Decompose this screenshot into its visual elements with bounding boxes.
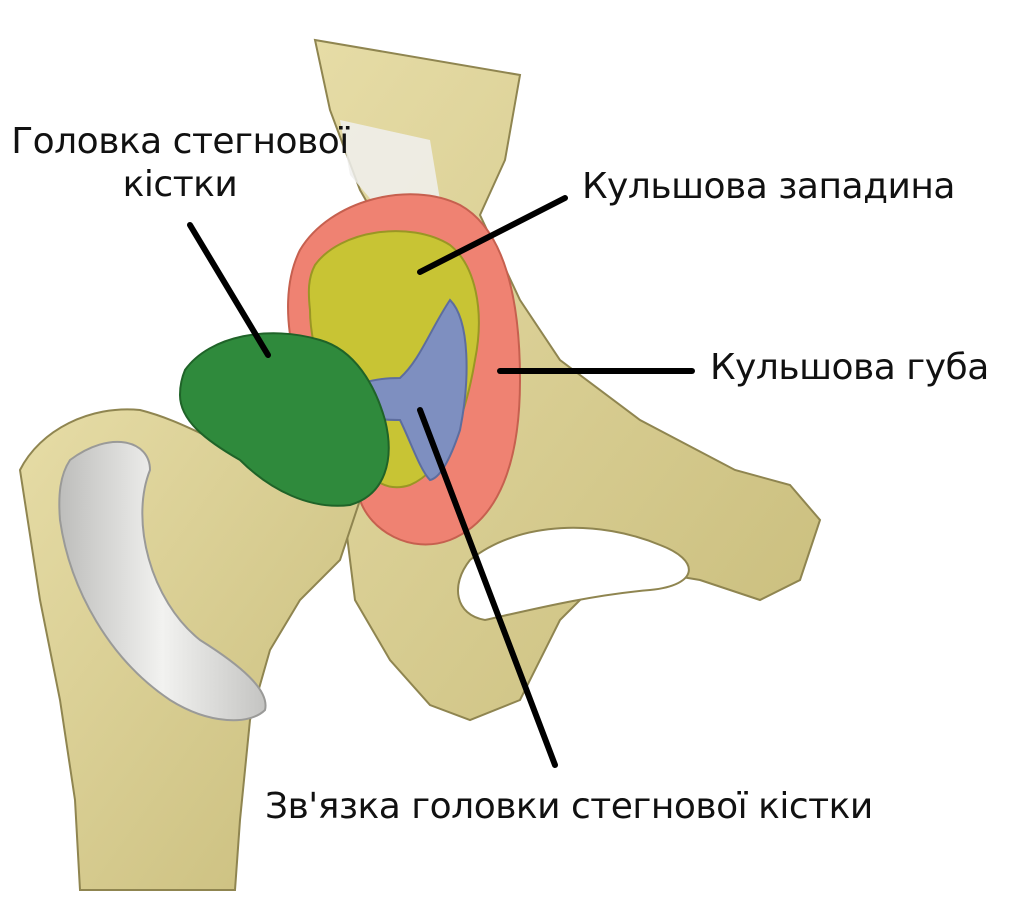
tendon-fringe (340, 120, 440, 210)
capsule-cartilage (58, 440, 267, 722)
obturator-foramen (457, 526, 690, 622)
label-femoral-head-line2: кістки (122, 164, 238, 206)
leader-line-femoral-head (187, 222, 271, 358)
leader-line-acetabulum (417, 195, 568, 275)
label-femoral-head-line1: Головка стегнової (11, 121, 349, 162)
ligament-shape (343, 298, 468, 482)
leader-line-ligament (417, 407, 558, 768)
label-ligament-of-head: Зв'язка головки стегнової кістки (265, 786, 873, 827)
label-acetabulum: Кульшова западина (582, 166, 955, 207)
label-acetabular-labrum: Кульшова губа (710, 347, 989, 388)
label-femoral-head: Головка стегнової кістки (10, 120, 350, 206)
watermark-text: dosiak.com (510, 535, 624, 559)
femoral-head-shape (178, 332, 390, 507)
